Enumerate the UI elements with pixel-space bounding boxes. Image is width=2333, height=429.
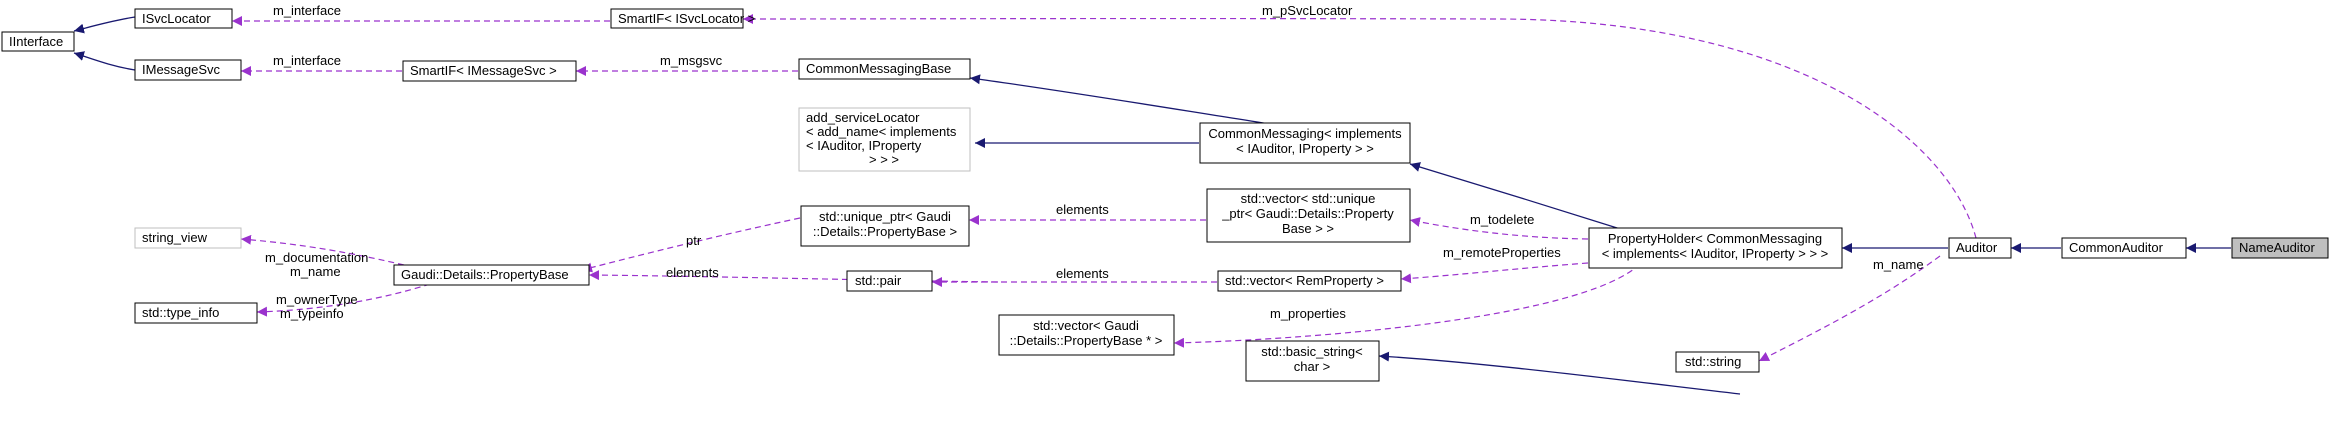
node-add-servicelocator-line-3: < IAuditor, IProperty [806,138,922,153]
edge-commonmessaging-to-base [969,74,1271,125]
label-m-psvclocator: m_pSvcLocator [1262,3,1353,18]
node-nameauditor-label: NameAuditor [2239,240,2316,255]
edge-propertyholder-to-vectorunique [1409,217,1589,240]
node-vector-propertybase-ptr[interactable]: std::vector< Gaudi ::Details::PropertyBa… [998,314,1175,356]
node-iinterface-label: IInterface [9,34,63,49]
node-commonmessagingbase-label: CommonMessagingBase [806,61,951,76]
label-elements-3: elements [666,265,719,280]
edge-propertyholder-to-commonmessaging [1409,162,1631,233]
node-smartif-imessagesvc[interactable]: SmartIF< IMessageSvc > [402,60,577,82]
node-commonmessagingbase[interactable]: CommonMessagingBase [798,58,971,80]
node-imessagesvc-label: IMessageSvc [142,62,221,77]
node-propertyholder[interactable]: PropertyHolder< CommonMessaging < implem… [1588,227,1843,269]
edge-auditor-to-stdstring [1758,255,1941,362]
node-std-pair[interactable]: std::pair [846,270,933,292]
node-basic-string-line-1: std::basic_string< [1261,344,1363,359]
label-m-typeinfo: m_typeinfo [280,306,344,321]
node-auditor[interactable]: Auditor [1948,237,2012,259]
edge-vectorpropertybaseptr-to-propertybase [588,270,999,283]
label-ptr: ptr [686,233,702,248]
node-add-servicelocator-line-1: add_serviceLocator [806,110,920,125]
node-commonmessaging-line-1: CommonMessaging< implements [1208,126,1402,141]
label-m-interface-1: m_interface [273,3,341,18]
node-propertybase[interactable]: Gaudi::Details::PropertyBase [393,264,590,286]
label-m-properties: m_properties [1270,306,1346,321]
node-add-servicelocator-line-4: > > > [869,152,899,167]
node-string-view-label: string_view [142,230,208,245]
label-elements-2: elements [1056,266,1109,281]
node-isvclocator[interactable]: ISvcLocator [134,8,233,29]
node-unique-ptr[interactable]: std::unique_ptr< Gaudi ::Details::Proper… [800,205,970,247]
edge-propertyholder-to-vectorpropertybaseptr [1173,263,1641,348]
edge-labels: m_interface m_interface m_pSvcLocator m_… [265,3,1924,321]
node-vector-unique-line-1: std::vector< std::unique [1241,191,1376,206]
node-type-info[interactable]: std::type_info [134,302,258,324]
node-type-info-label: std::type_info [142,305,219,320]
label-m-name: m_name [1873,257,1924,272]
label-m-documentation: m_documentation [265,250,368,265]
node-vector-unique[interactable]: std::vector< std::unique _ptr< Gaudi::De… [1206,188,1411,243]
inheritance-edges [73,16,2231,395]
node-basic-string[interactable]: std::basic_string< char > [1245,340,1380,382]
node-add-servicelocator-line-2: < add_name< implements [806,124,957,139]
node-std-string-label: std::string [1685,354,1741,369]
node-vector-remproperty-label: std::vector< RemProperty > [1225,273,1384,288]
edge-propertybase-to-typeinfo [256,283,431,317]
label-m-ownertype: m_ownerType [276,292,358,307]
node-vector-propertybase-ptr-line-1: std::vector< Gaudi [1033,318,1139,333]
label-m-remoteproperties: m_remoteProperties [1443,245,1561,260]
label-m-interface-2: m_interface [273,53,341,68]
edge-isvclocator-to-iinterface [73,16,136,34]
node-nameauditor[interactable]: NameAuditor [2231,237,2329,259]
edge-propertybase-to-stringview [240,234,405,266]
node-auditor-label: Auditor [1956,240,1998,255]
node-unique-ptr-line-1: std::unique_ptr< Gaudi [819,209,951,224]
node-imessagesvc[interactable]: IMessageSvc [134,59,242,81]
label-m-msgsvc: m_msgsvc [660,53,723,68]
label-m-name-2: m_name [290,264,341,279]
node-string-view[interactable]: string_view [134,227,242,249]
label-m-todelete: m_todelete [1470,212,1534,227]
node-smartif-isvclocator-label: SmartIF< ISvcLocator > [618,11,755,26]
node-commonauditor[interactable]: CommonAuditor [2061,237,2187,259]
node-isvclocator-label: ISvcLocator [142,11,211,26]
node-basic-string-line-2: char > [1294,359,1331,374]
node-std-pair-label: std::pair [855,273,902,288]
node-iinterface[interactable]: IInterface [1,31,75,52]
usage-edges [232,13,1977,362]
node-propertybase-label: Gaudi::Details::PropertyBase [401,267,569,282]
node-add-servicelocator[interactable]: add_serviceLocator < add_name< implement… [798,107,971,172]
node-commonmessaging[interactable]: CommonMessaging< implements < IAuditor, … [1199,122,1411,164]
node-smartif-isvclocator[interactable]: SmartIF< ISvcLocator > [610,8,755,29]
node-smartif-imessagesvc-label: SmartIF< IMessageSvc > [410,63,557,78]
edge-uniqueptr-to-propertybase [581,217,801,273]
node-propertyholder-line-1: PropertyHolder< CommonMessaging [1608,231,1822,246]
edge-auditor-to-smartif-isvclocator [742,13,1977,239]
node-vector-propertybase-ptr-line-2: ::Details::PropertyBase * > [1010,333,1163,348]
node-unique-ptr-line-2: ::Details::PropertyBase > [813,224,957,239]
node-vector-unique-line-2: _ptr< Gaudi::Details::Property [1221,206,1394,221]
node-vector-unique-line-3: Base > > [1282,221,1334,236]
node-std-string[interactable]: std::string [1675,351,1760,373]
node-commonmessaging-line-2: < IAuditor, IProperty > > [1236,141,1374,156]
edge-propertyholder-to-vectorremproperty [1400,262,1589,284]
edge-stdstring-to-basicstring [1378,351,1741,395]
label-elements-1: elements [1056,202,1109,217]
node-propertyholder-line-2: < implements< IAuditor, IProperty > > > [1602,246,1829,261]
node-vector-remproperty[interactable]: std::vector< RemProperty > [1217,270,1402,292]
edge-imessagesvc-to-iinterface [73,51,136,71]
node-commonauditor-label: CommonAuditor [2069,240,2164,255]
